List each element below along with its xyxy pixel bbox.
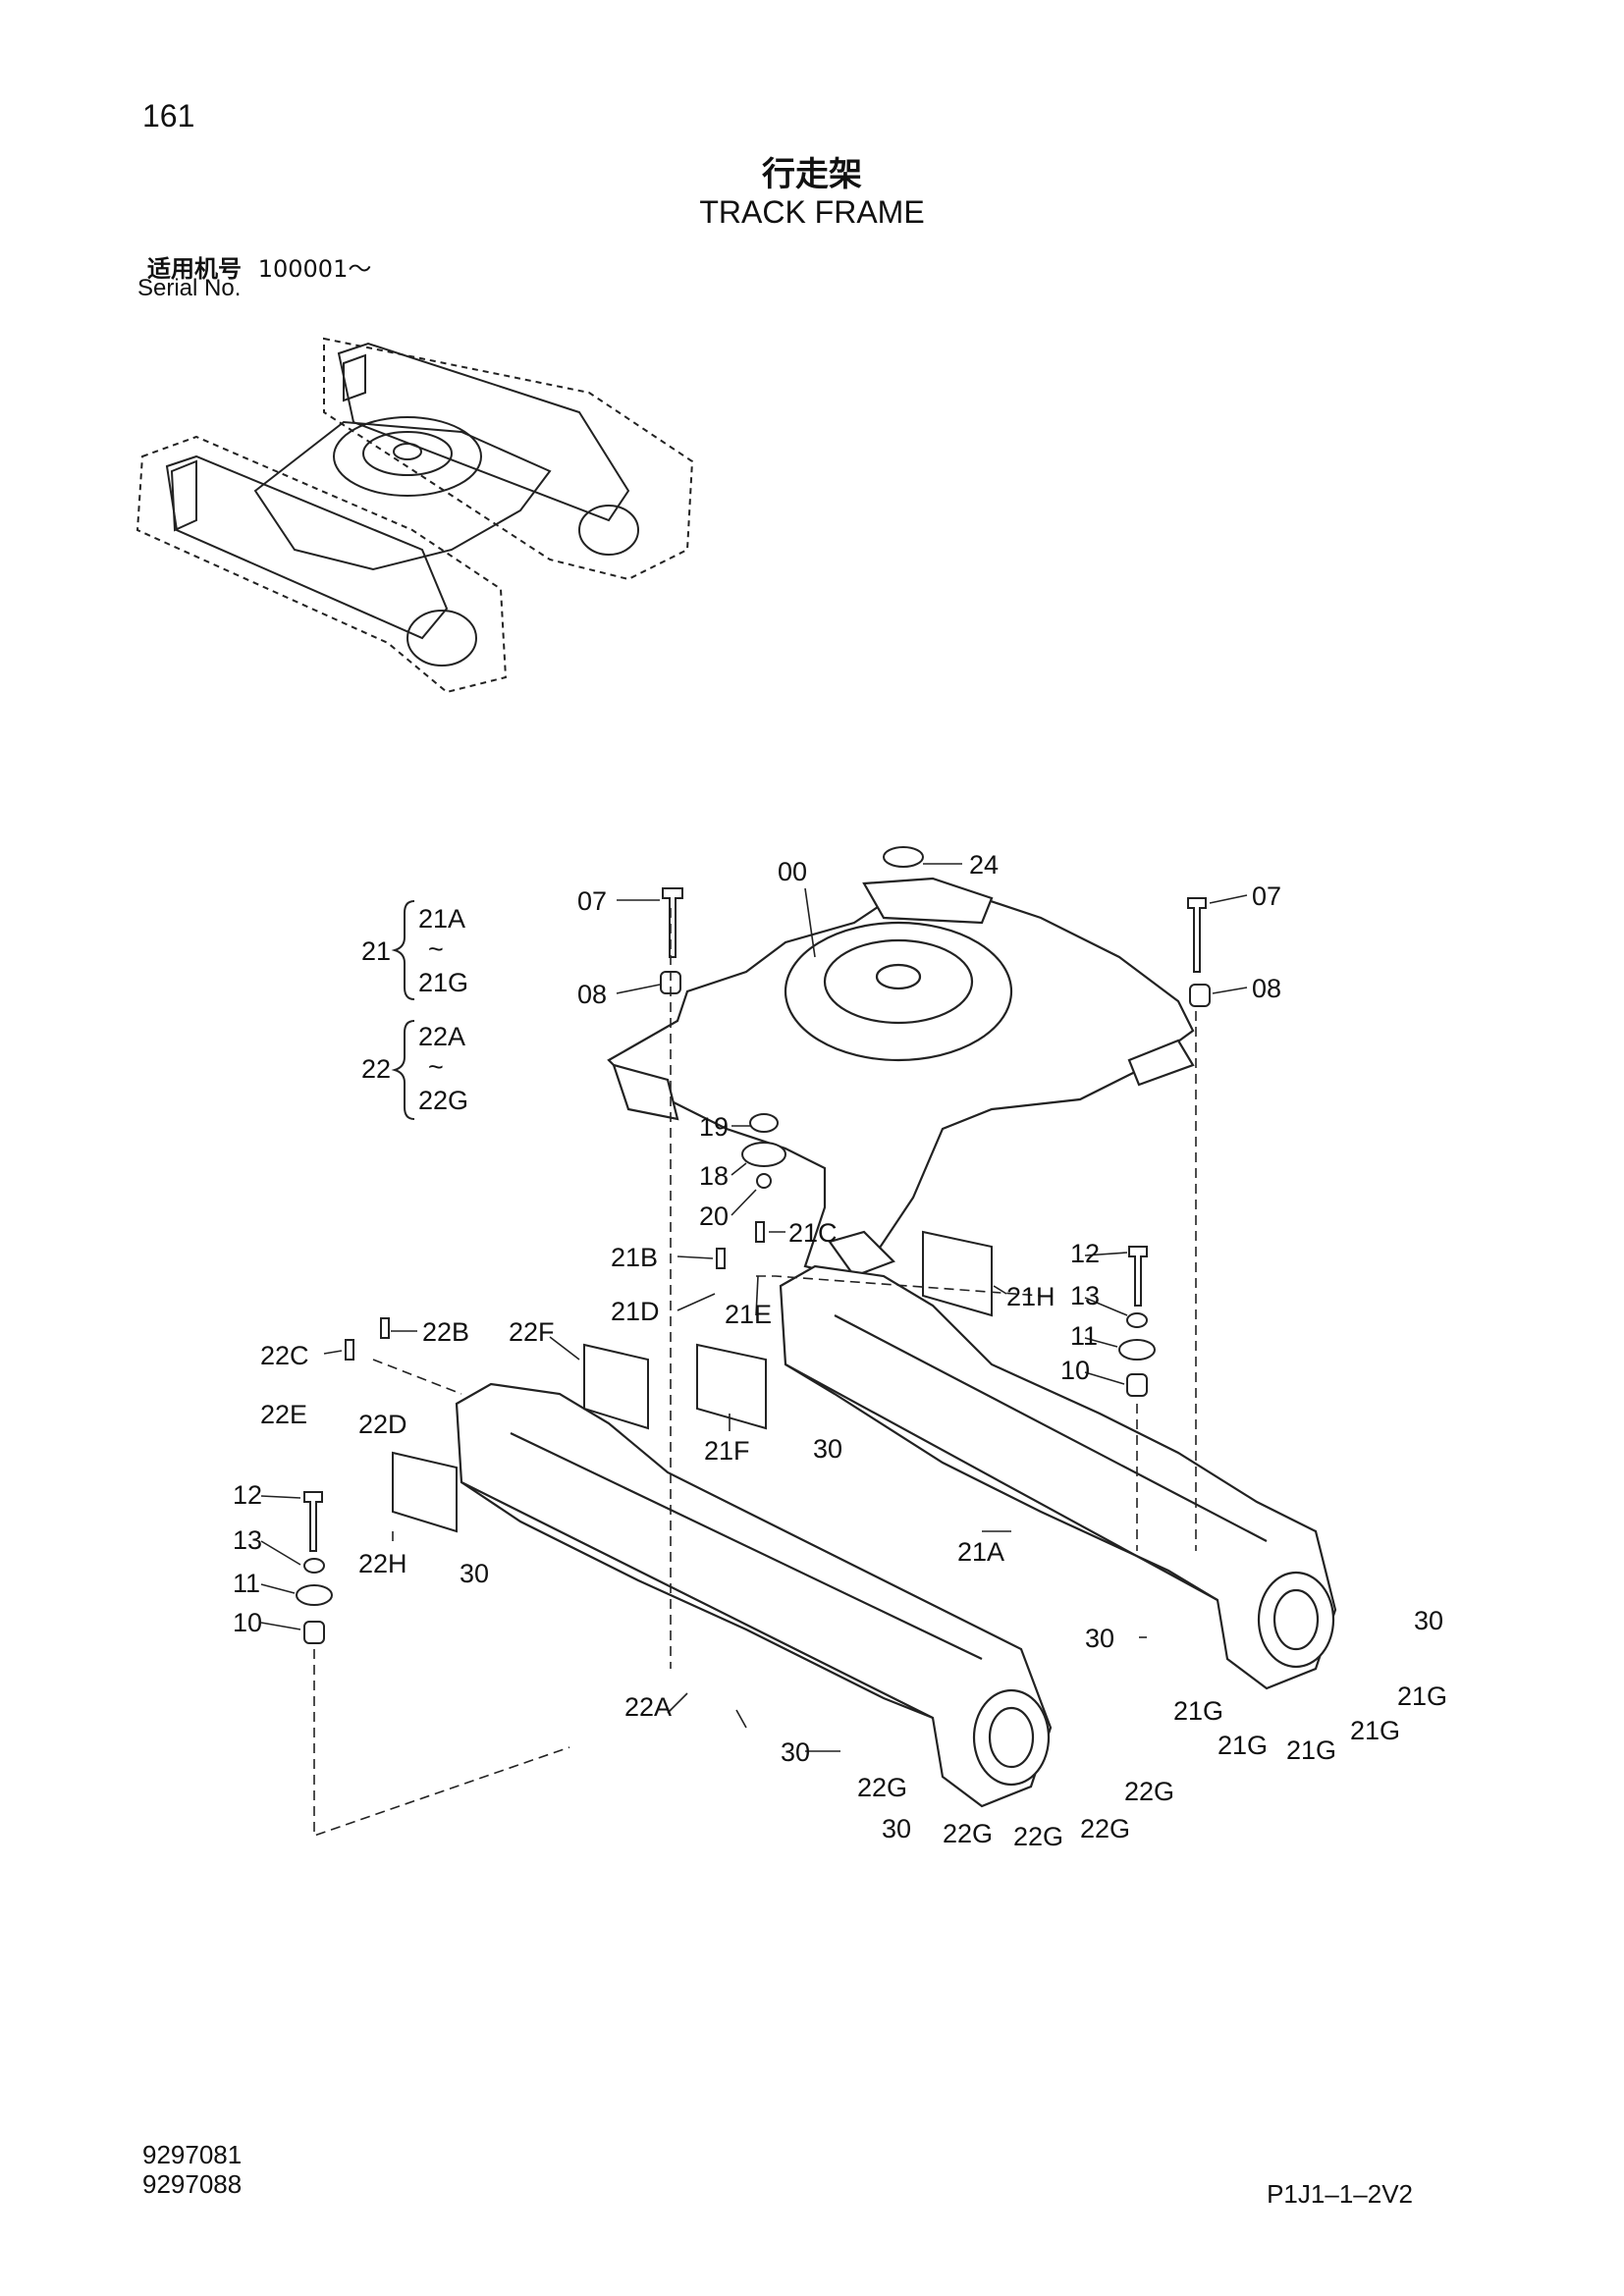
group-ref-21-from: 21A: [418, 904, 465, 934]
callout-21C: 21C: [788, 1218, 838, 1248]
callout-21G-4: 21G: [1350, 1716, 1400, 1745]
callout-21G-2: 21G: [1218, 1731, 1268, 1760]
callout-22A: 22A: [624, 1692, 672, 1722]
callout-18: 18: [699, 1161, 729, 1191]
callout-19: 19: [699, 1112, 729, 1142]
side-frame-21A-illustration: [779, 1264, 1337, 1690]
callout-30-a: 30: [813, 1434, 842, 1464]
callout-24: 24: [969, 850, 999, 880]
page-code: P1J1–1–2V2: [1267, 2179, 1413, 2209]
callout-07-left: 07: [577, 886, 607, 916]
serial-label-english: Serial No.: [137, 275, 242, 301]
callout-20: 20: [699, 1201, 729, 1231]
callout-30-d: 30: [1414, 1606, 1443, 1635]
callout-12-left: 12: [233, 1480, 262, 1510]
callout-22G-4: 22G: [1080, 1814, 1130, 1843]
callout-07-right: 07: [1252, 881, 1281, 911]
callout-30-e: 30: [781, 1737, 810, 1767]
callout-22H: 22H: [358, 1549, 407, 1578]
group-reference-braces: [391, 900, 415, 1120]
page-number: 161: [142, 98, 195, 133]
callout-21E: 21E: [725, 1300, 772, 1329]
callout-21F: 21F: [704, 1436, 750, 1466]
callout-22G-2: 22G: [943, 1819, 993, 1848]
callout-21G-3: 21G: [1286, 1735, 1336, 1765]
upper-frame-00-illustration: [607, 877, 1195, 1278]
callout-30-f: 30: [882, 1814, 911, 1843]
callout-30-b: 30: [460, 1559, 489, 1588]
part-number-2: 9297088: [142, 2169, 243, 2199]
callout-00: 00: [778, 857, 807, 886]
group-ref-22-to: 22G: [418, 1086, 468, 1115]
callout-21D: 21D: [611, 1297, 660, 1326]
group-ref-22-from: 22A: [418, 1022, 465, 1051]
callout-12-right: 12: [1070, 1239, 1100, 1268]
callout-22F: 22F: [509, 1317, 555, 1347]
group-ref-22-main: 22: [361, 1054, 391, 1084]
callout-22D: 22D: [358, 1410, 407, 1439]
group-ref-22-tilde: ~: [428, 1052, 444, 1082]
part-callouts: 00 24 07 07 08 08 19 18 20 21B 21C 21D 2…: [233, 850, 1447, 1851]
callout-22C: 22C: [260, 1341, 309, 1370]
callout-10-left: 10: [233, 1608, 262, 1637]
callout-21G-5: 21G: [1397, 1682, 1447, 1711]
callout-10-right: 10: [1060, 1356, 1090, 1385]
serial-value: 100001～: [257, 255, 372, 283]
callout-13-right: 13: [1070, 1281, 1100, 1310]
callout-22G-5: 22G: [1124, 1777, 1174, 1806]
part-number-1: 9297081: [142, 2140, 243, 2169]
callout-22E: 22E: [260, 1400, 307, 1429]
callout-21B: 21B: [611, 1243, 658, 1272]
group-ref-21-to: 21G: [418, 968, 468, 997]
leader-lines: [260, 863, 1248, 1838]
callout-13-left: 13: [233, 1525, 262, 1555]
group-ref-22: 22 22A ~ 22G: [361, 1022, 468, 1115]
callout-22G-3: 22G: [1013, 1822, 1063, 1851]
callout-30-c: 30: [1085, 1624, 1114, 1653]
callout-22B: 22B: [422, 1317, 469, 1347]
callout-08-right: 08: [1252, 974, 1281, 1003]
serial-number-line: 适用机号 100001～: [147, 249, 371, 284]
callout-21H: 21H: [1006, 1282, 1056, 1311]
callout-11-left: 11: [233, 1569, 260, 1598]
page-title-english: TRACK FRAME: [699, 194, 925, 230]
callout-21A: 21A: [957, 1537, 1004, 1567]
group-ref-21: 21 21A ~ 21G: [361, 904, 468, 997]
callout-11-right: 11: [1070, 1321, 1098, 1351]
side-frame-22A-illustration: [455, 1382, 1053, 1808]
undercarriage-overview-illustration: [135, 337, 694, 694]
group-ref-21-main: 21: [361, 936, 391, 966]
page-title-chinese: 行走架: [762, 155, 862, 194]
callout-21G-1: 21G: [1173, 1696, 1223, 1726]
serial-label-chinese: 适用机号: [147, 255, 242, 283]
callout-08-left: 08: [577, 980, 607, 1009]
group-ref-21-tilde: ~: [428, 934, 444, 964]
callout-22G-1: 22G: [857, 1773, 907, 1802]
hardware-parts: [296, 846, 1211, 1644]
